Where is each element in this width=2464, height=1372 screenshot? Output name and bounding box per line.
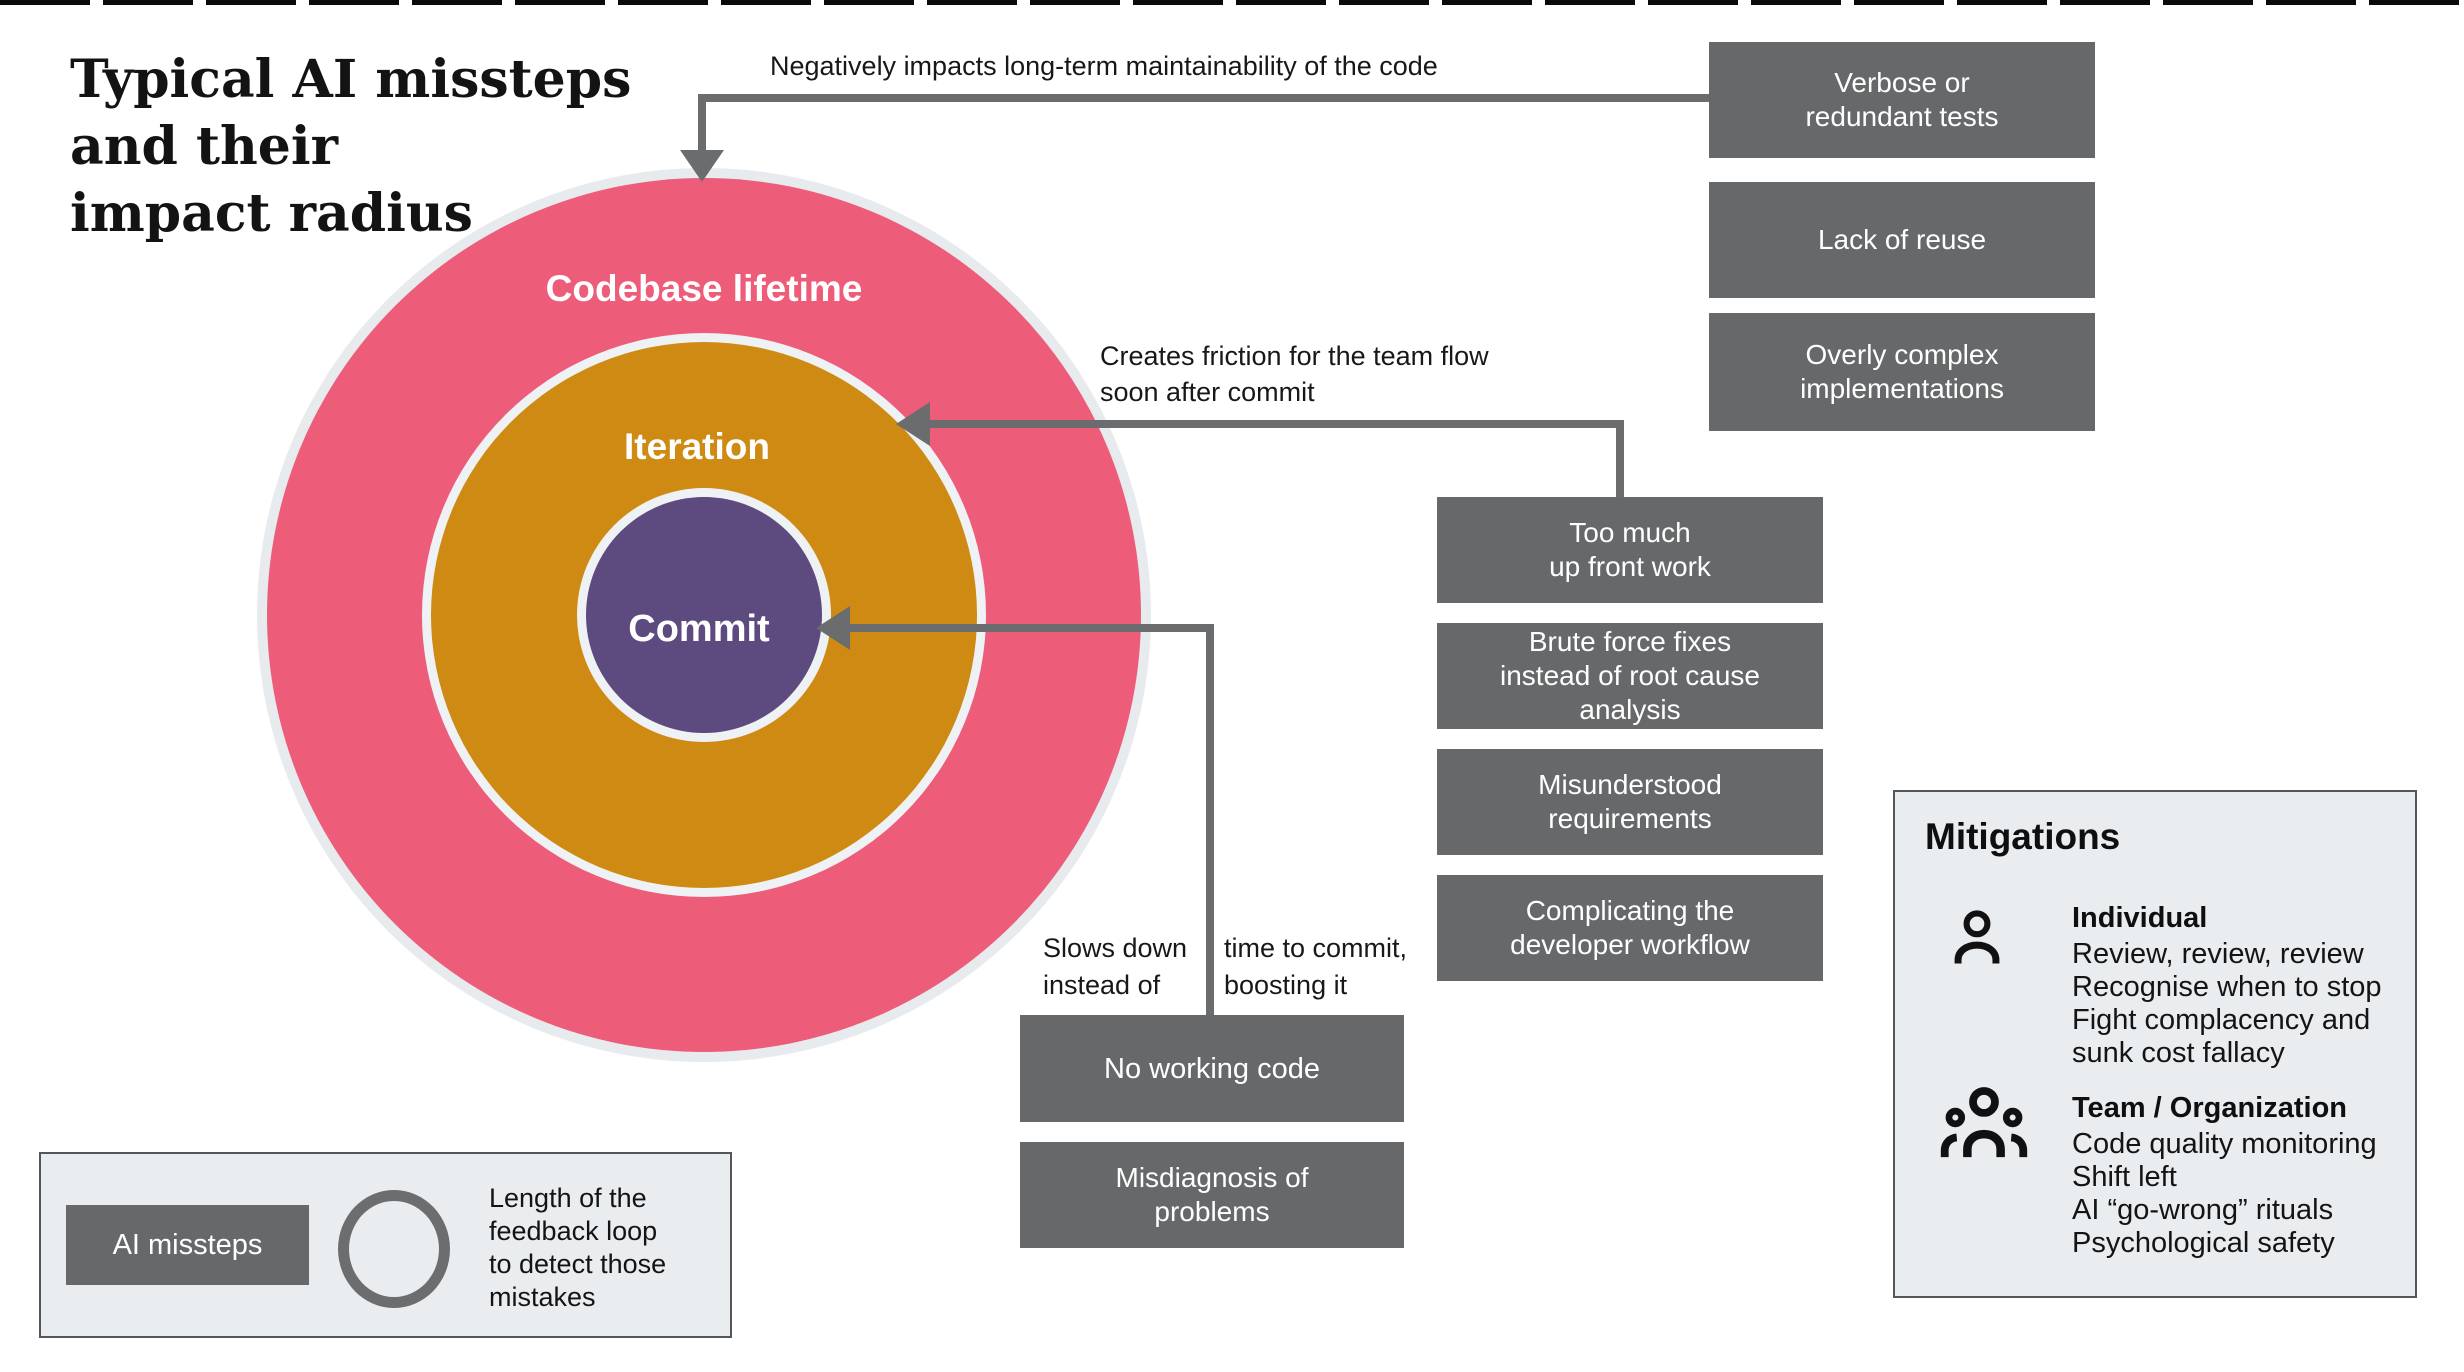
team-icon <box>1940 1087 2028 1158</box>
person-icon <box>1954 910 2000 964</box>
mitigations-panel: Mitigations Individual Review, review, r… <box>1893 790 2417 1298</box>
legend-ai-missteps-chip: AI missteps <box>66 1205 309 1285</box>
arrow-line <box>930 420 1624 428</box>
misstep-box-brute-force-fixes: Brute force fixes instead of root cause … <box>1437 623 1823 729</box>
misstep-box-misdiagnosis: Misdiagnosis of problems <box>1020 1142 1404 1248</box>
misstep-box-lack-of-reuse: Lack of reuse <box>1709 182 2095 298</box>
annotation-slowdown-right: time to commit, boosting it <box>1224 933 1408 1000</box>
iteration-ring-label: Iteration <box>624 426 770 467</box>
misstep-box-no-working-code: No working code <box>1020 1015 1404 1122</box>
individual-heading: Individual <box>2072 902 2208 934</box>
arrowhead-down-icon <box>680 150 724 182</box>
team-organization-items: Code quality monitoring Shift left AI “g… <box>2072 1128 2377 1259</box>
top-dashed-border <box>0 0 2464 5</box>
codebase-ring-label: Codebase lifetime <box>545 268 863 309</box>
arrow-line <box>702 94 1709 102</box>
misstep-box-misunderstood-requirements: Misunderstood requirements <box>1437 749 1823 855</box>
legend-panel: AI missteps Length of the feedback loop … <box>39 1152 732 1338</box>
misstep-box-verbose-redundant-tests: Verbose or redundant tests <box>1709 42 2095 158</box>
arrow-line <box>1206 624 1214 1015</box>
misstep-box-overly-complex: Overly complex implementations <box>1709 313 2095 431</box>
arrowhead-left-icon <box>816 606 850 650</box>
arrowhead-left-icon <box>896 402 930 446</box>
mitigations-title: Mitigations <box>1925 816 2121 857</box>
annotation-friction: Creates friction for the team flow soon … <box>1100 341 1489 407</box>
arrow-line <box>1616 420 1624 497</box>
individual-items: Review, review, review Recognise when to… <box>2072 938 2382 1069</box>
annotation-slowdown-left: Slows down instead of <box>1043 933 1188 1000</box>
annotation-maintainability: Negatively impacts long-term maintainabi… <box>770 51 1438 81</box>
page-title: Typical AI missteps and their impact rad… <box>70 49 632 244</box>
commit-circle-label: Commit <box>628 608 770 650</box>
feedback-loop-ring-icon <box>338 1190 450 1308</box>
arrow-line <box>698 94 706 152</box>
misstep-box-complicating-workflow: Complicating the developer workflow <box>1437 875 1823 981</box>
legend-description: Length of the feedback loop to detect th… <box>489 1183 667 1312</box>
commit-circle <box>586 497 822 733</box>
arrow-line <box>850 624 1214 632</box>
team-organization-heading: Team / Organization <box>2072 1092 2348 1124</box>
misstep-box-too-much-up-front: Too much up front work <box>1437 497 1823 603</box>
